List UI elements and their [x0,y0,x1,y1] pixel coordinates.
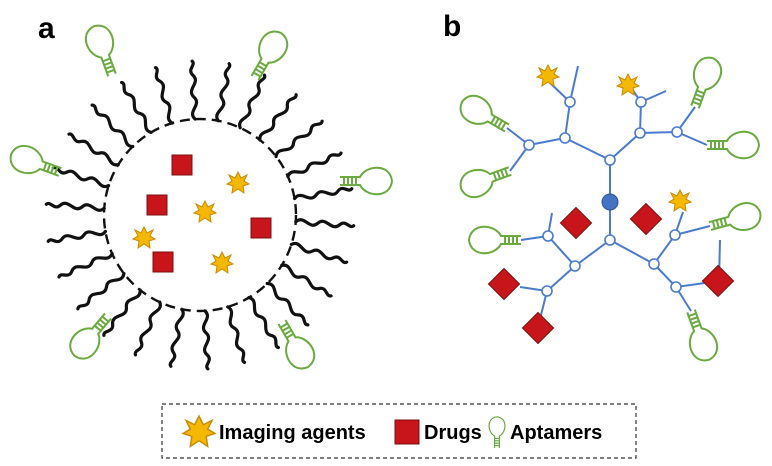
micelle-nanocarrier [5,20,393,375]
polymer-chain [278,261,334,300]
aptamer-icon [454,89,515,141]
polymer-chain [236,72,269,131]
polymer-chain [245,294,283,351]
dendrimer-nanocarrier [506,65,721,320]
polymer-chain [131,299,164,358]
polymer-chain [256,91,300,144]
legend-label-imaging-agents: Imaging agents [219,422,366,444]
polymer-chain [285,149,344,181]
polymer-chain [46,227,108,246]
imaging-agent-star [616,73,640,96]
panel-label-a: a [38,12,55,45]
dendrimer-core [601,193,619,211]
polymer-chain [117,79,155,136]
aptamer-icon [63,306,120,366]
micelle-core-boundary [102,117,298,313]
drug-diamond [629,202,663,236]
polymer-chain [166,307,186,369]
polymer-chain [188,59,200,121]
drug-square [171,154,193,176]
polymer-chain [292,184,354,203]
legend-drug-icon [394,419,420,445]
polymer-chain [51,164,111,190]
drug-square [152,251,174,273]
imaging-agent-star [536,64,560,87]
polymer-chain [223,304,249,365]
drug-diamond [701,264,735,298]
polymer-chain [56,249,115,281]
aptamer-icon [242,25,294,86]
polymer-chain [74,270,127,313]
polymer-chain [294,217,356,230]
aptamer-icon [80,20,126,81]
imaging-agent-star [210,251,234,274]
polymer-chain [44,200,106,213]
polymer-chain [88,101,137,150]
drug-square [146,194,168,216]
imaging-agent-star [668,189,692,212]
polymer-chain [100,286,144,339]
aptamer-icon [5,140,66,186]
polymer-chain [289,240,349,266]
drug-diamond [559,206,593,240]
legend-label-aptamers: Aptamers [510,422,602,444]
drug-square [250,217,272,239]
aptamer-icon [269,314,321,375]
polymer-chain [263,280,312,329]
legend: Imaging agents Drugs Aptamers [161,403,637,459]
imaging-agent-star [226,171,250,194]
aptamer-icon [706,130,760,160]
aptamer-icon [681,52,727,113]
polymer-chain [66,130,122,169]
aptamer-icon [677,305,723,366]
legend-star-icon [182,415,216,448]
drug-diamond [521,311,555,345]
aptamer-icon [468,225,522,255]
polymer-chain [273,117,326,160]
legend-aptamer-icon [488,416,506,449]
drug-diamond [487,267,521,301]
polymer-chain [200,309,212,371]
polymer-chain [214,61,234,123]
panel-label-b: b [443,10,461,43]
aptamer-icon [705,198,765,240]
dendrimer-branch-points [523,96,683,297]
imaging-agent-star [132,226,156,249]
imaging-agent-star [193,200,217,223]
legend-box [161,403,637,459]
polymer-chain [151,65,177,126]
legend-label-drugs: Drugs [424,422,482,444]
aptamer-icon [455,157,516,203]
